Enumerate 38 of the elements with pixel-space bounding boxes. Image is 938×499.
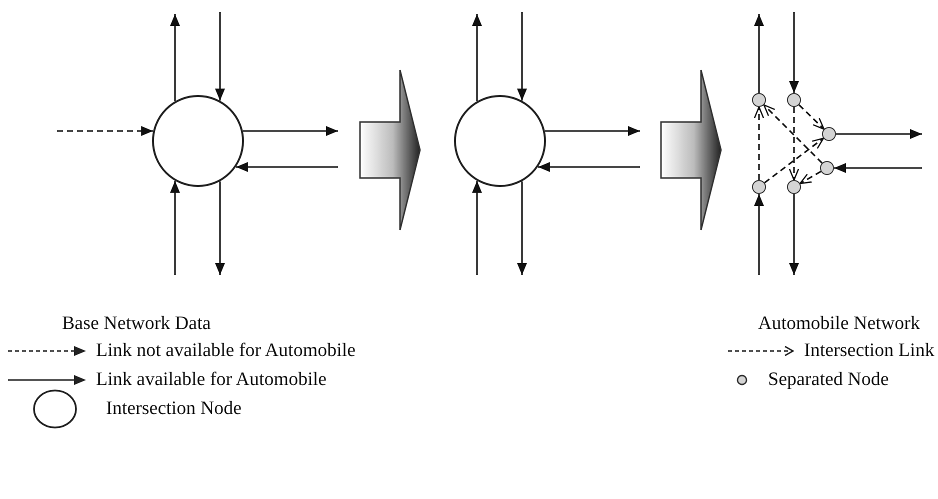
- legend-text: Intersection Link: [804, 340, 934, 363]
- arrow: [538, 162, 640, 172]
- dashed-arrow: [764, 138, 824, 184]
- separated-node: [822, 127, 836, 141]
- arrow: [754, 194, 764, 275]
- arrow: [215, 12, 225, 101]
- separated-node: [787, 93, 801, 107]
- separated-node: [752, 180, 766, 194]
- arrow: [472, 14, 482, 102]
- dashed-arrow: [754, 106, 764, 180]
- arrow: [789, 12, 799, 93]
- dashed-arrow: [799, 170, 822, 184]
- legend-text: Link not available for Automobile: [96, 340, 356, 363]
- arrow: [836, 129, 922, 139]
- arrow: [517, 181, 527, 275]
- dashed-arrow: [788, 107, 800, 181]
- legend-text: Separated Node: [768, 369, 889, 392]
- arrow: [236, 162, 338, 172]
- arrow: [472, 180, 482, 275]
- section-label: Automobile Network: [758, 313, 920, 336]
- arrow: [754, 14, 764, 93]
- legend-text: Link available for Automobile: [96, 369, 327, 392]
- arrow: [242, 126, 338, 136]
- dashed-arrow: [57, 126, 154, 136]
- separated-node: [752, 93, 766, 107]
- separated-node: [820, 161, 834, 175]
- dashed-arrow: [798, 104, 825, 130]
- arrow: [789, 194, 799, 275]
- legend-text: Intersection Node: [106, 398, 242, 420]
- arrow: [544, 126, 640, 136]
- arrow: [215, 181, 225, 275]
- arrow: [834, 163, 922, 173]
- arrow: [170, 180, 180, 275]
- separated-node: [787, 180, 801, 194]
- arrow: [170, 14, 180, 102]
- section-label: Base Network Data: [62, 313, 211, 336]
- arrow: [517, 12, 527, 101]
- dashed-arrow: [763, 104, 823, 164]
